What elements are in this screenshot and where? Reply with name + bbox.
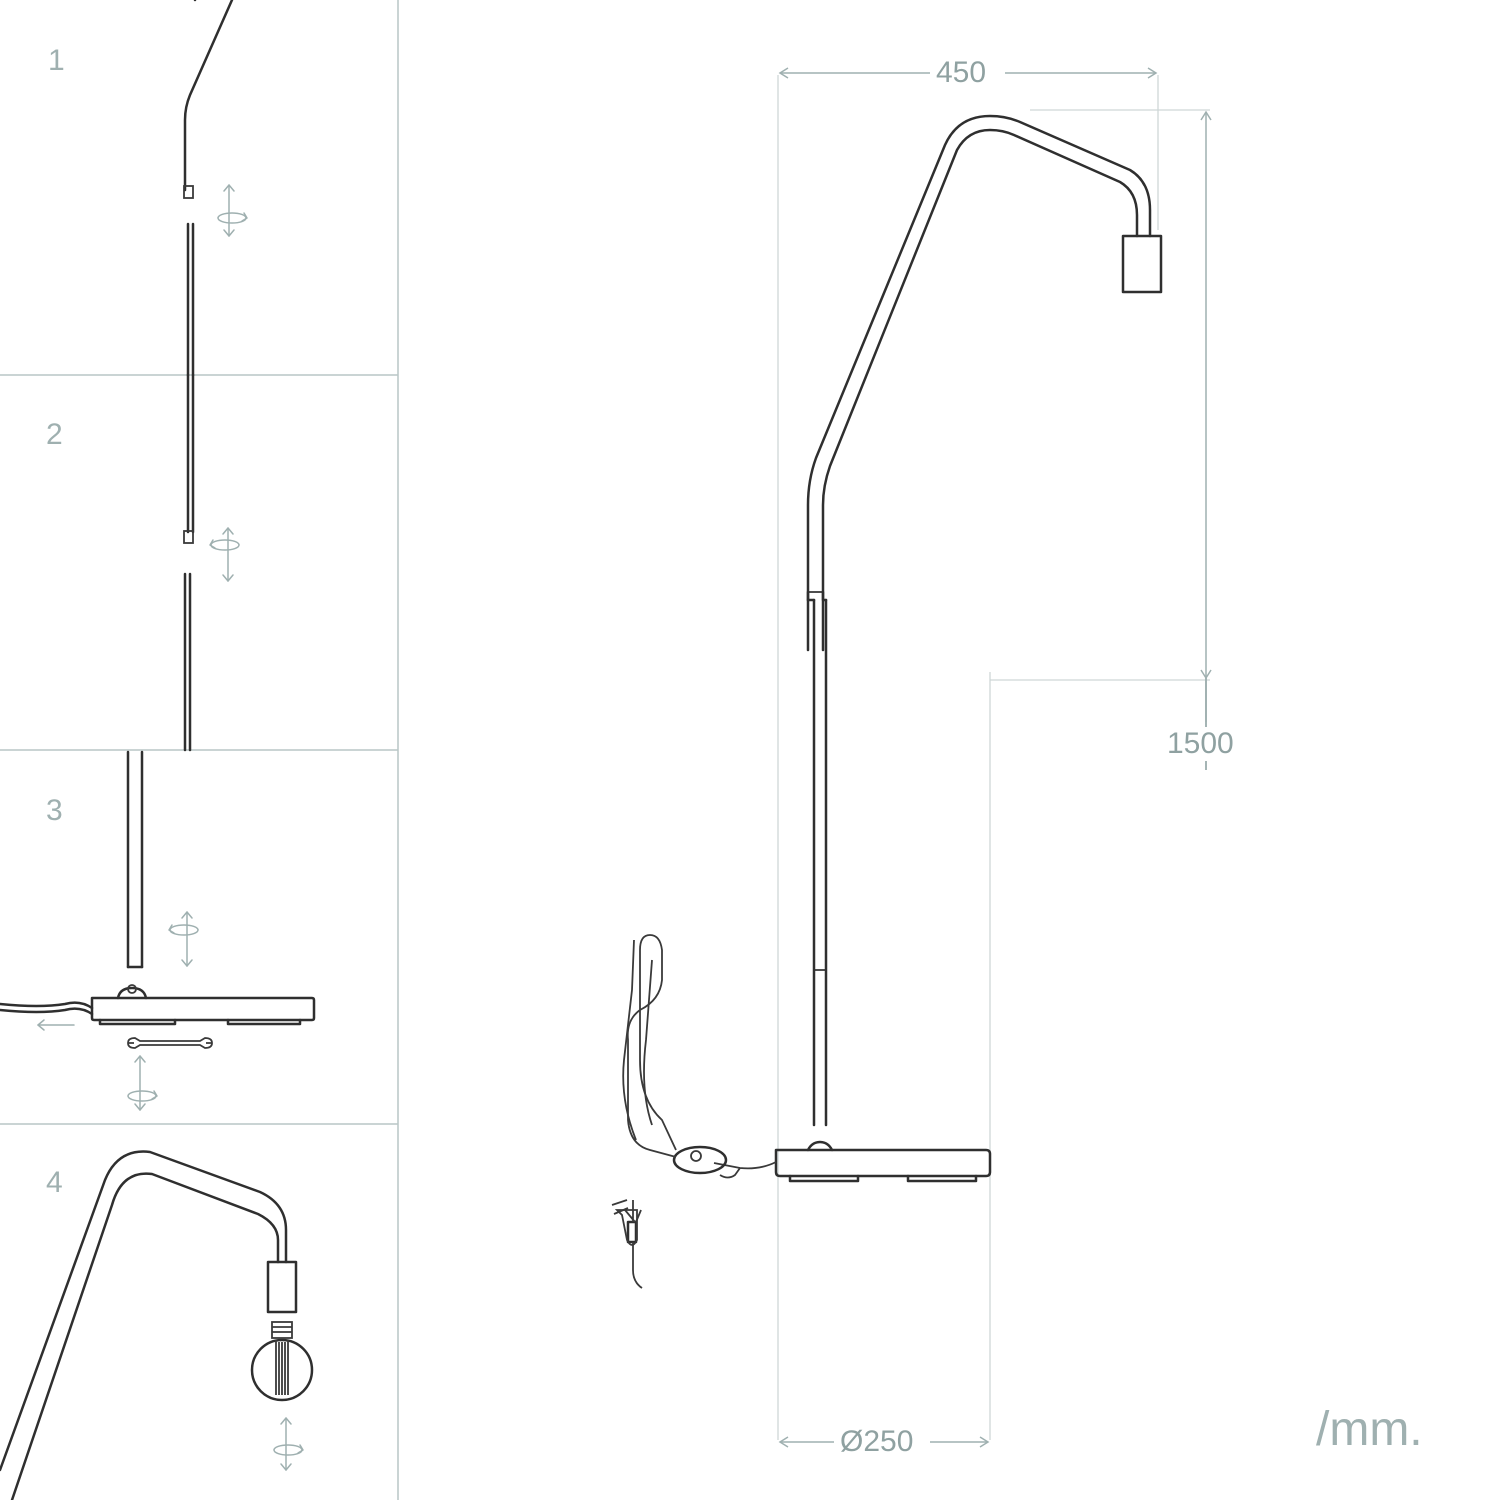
diameter-dimension-line: [778, 1436, 990, 1448]
upper-arm-bend: [183, 0, 234, 192]
power-cable: [0, 1001, 94, 1010]
rotate-arrow-icon: [273, 1417, 304, 1471]
height-dimension-label: 1500: [1163, 727, 1238, 761]
lamp-base: [774, 1148, 992, 1178]
tube-connector: [183, 530, 194, 544]
step-1-illustration: [183, 0, 248, 377]
power-cable-with-switch: [611, 934, 777, 1289]
height-dimension-line: [1200, 110, 1212, 770]
base-diameter-label: Ø250: [836, 1425, 918, 1459]
lamp-base: [90, 996, 316, 1022]
step-number-3: 3: [46, 794, 63, 827]
lamp-pole: [806, 114, 1152, 652]
unit-label: /mm.: [1316, 1403, 1423, 1456]
wrench-icon: [127, 1037, 213, 1049]
lamp-socket: [266, 1260, 298, 1314]
step-4-illustration: [0, 1150, 314, 1500]
step-number-4: 4: [46, 1166, 63, 1199]
foot-switch: [672, 1145, 728, 1175]
lamp-socket: [1121, 234, 1163, 294]
pull-arrow-icon: [37, 1019, 75, 1031]
rotate-arrow-icon: [168, 911, 199, 967]
plug-body: [626, 1220, 638, 1244]
main-lamp-drawing: [611, 67, 1212, 1448]
step-2-illustration: [183, 373, 240, 752]
step-3-illustration: [0, 750, 316, 1111]
rotate-arrow-icon: [127, 1055, 158, 1111]
arm-with-socket: [0, 1150, 288, 1472]
width-dimension-line: [778, 67, 1158, 79]
rotate-arrow-icon: [209, 527, 240, 582]
width-dimension-label: 450: [932, 56, 991, 90]
light-bulb-icon: [250, 1321, 314, 1402]
step-number-2: 2: [46, 418, 63, 451]
steps-panel-grid: [0, 0, 399, 1500]
tube-connector: [183, 185, 194, 199]
step-number-1: 1: [48, 44, 65, 77]
rotate-arrow-icon: [217, 184, 248, 237]
